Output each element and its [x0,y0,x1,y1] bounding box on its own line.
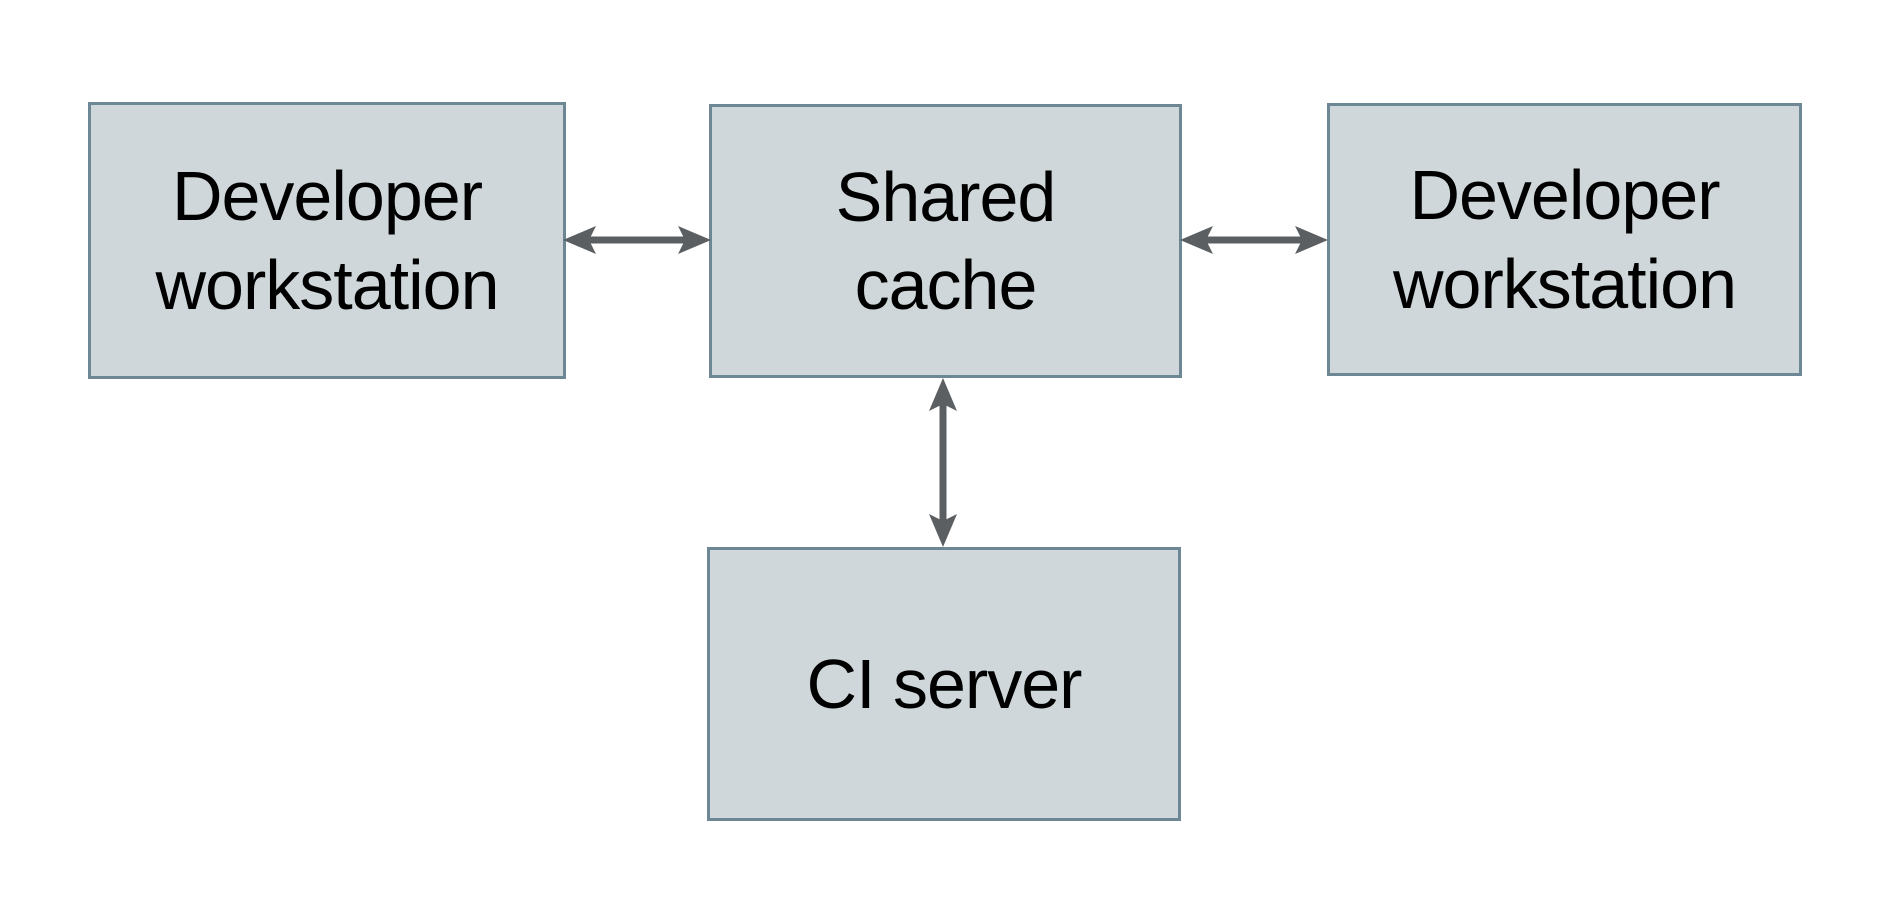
node-developer-workstation-left: Developer workstation [88,102,566,379]
node-label-shared-cache: Shared cache [835,157,1057,324]
arrowhead-down-icon [929,514,957,547]
node-ci-server: CI server [707,547,1181,821]
bidirectional-arrow-shared-cache-ci-server [929,378,957,547]
arrow-shaft [939,402,947,523]
bidirectional-arrow-shared-cache-right-workstation [1180,226,1328,254]
arrowhead-up-icon [929,378,957,411]
node-developer-workstation-right: Developer workstation [1327,103,1802,376]
arrowhead-right-icon [678,226,711,254]
arrowhead-right-icon [1295,226,1328,254]
node-label-ci-server: CI server [806,644,1083,723]
arrow-shaft [1204,236,1304,244]
arrowhead-left-icon [1180,226,1213,254]
bidirectional-arrow-left-workstation-shared-cache [563,226,711,254]
arrowhead-left-icon [563,226,596,254]
arrow-shaft [587,236,687,244]
node-shared-cache: Shared cache [709,104,1182,378]
node-label-developer-workstation-left: Developer workstation [155,157,499,324]
node-label-developer-workstation-right: Developer workstation [1392,156,1737,323]
